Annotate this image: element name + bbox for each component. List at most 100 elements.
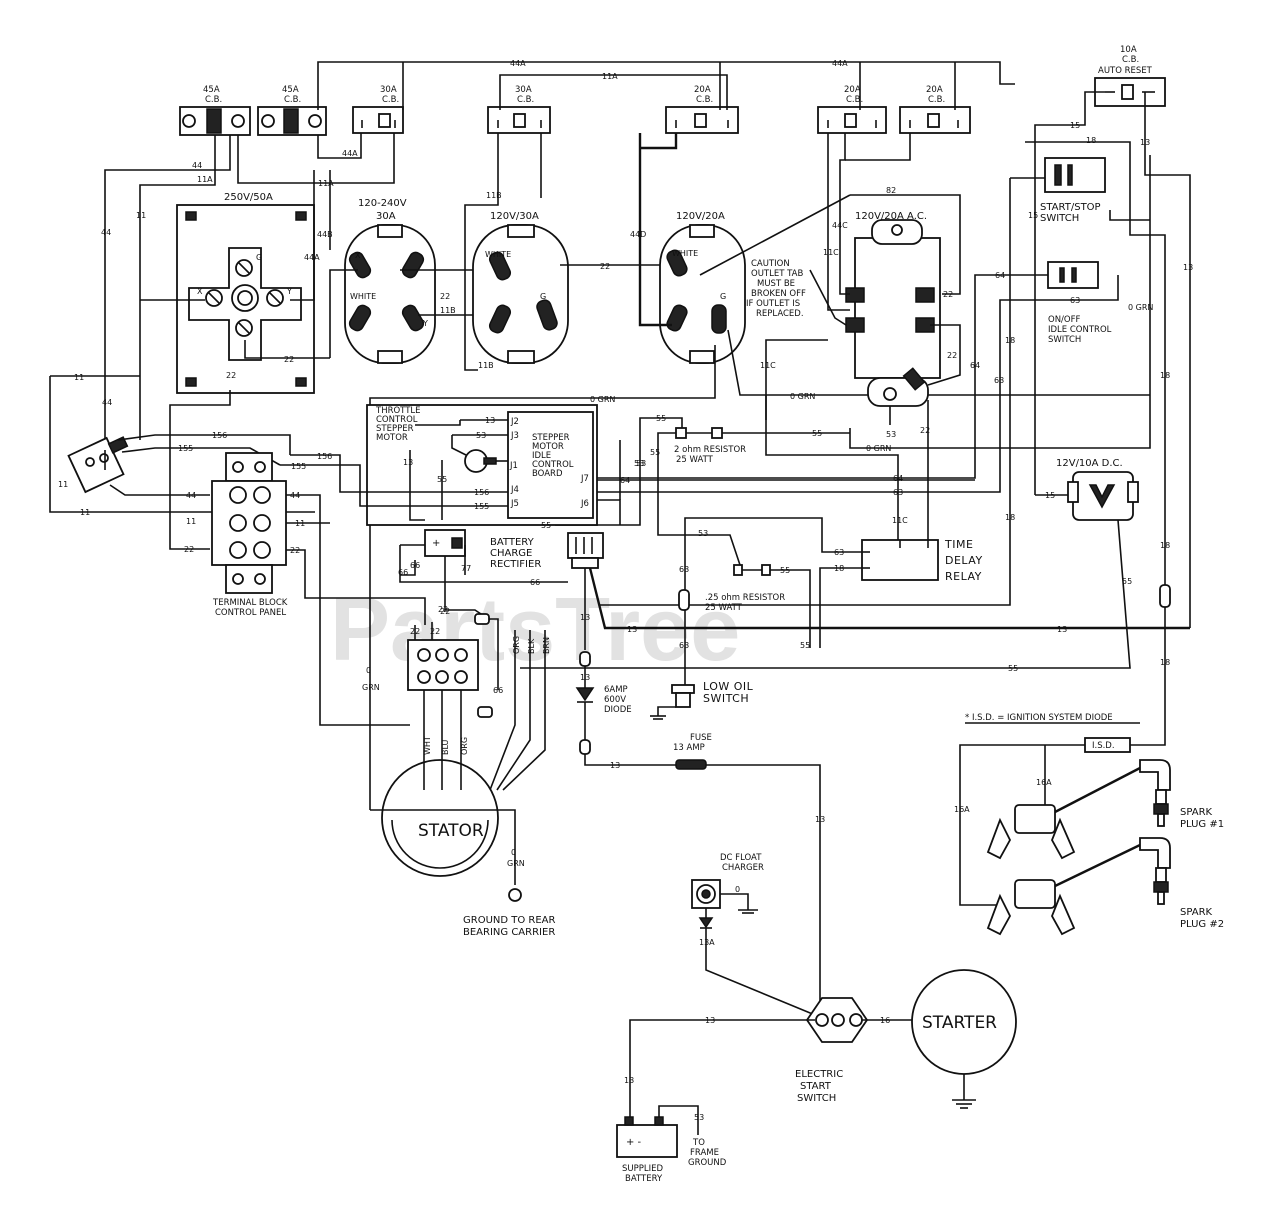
wire-label-64-j7: 64 xyxy=(620,476,630,485)
frame-label-3: GROUND xyxy=(688,1158,727,1168)
stator-wire-org: ORG xyxy=(460,737,469,755)
wire-label-11c-tdr: 11C xyxy=(892,516,908,525)
breaker-20a-3: 20A C.B. xyxy=(899,85,971,134)
wire-label-11-tb: 11 xyxy=(186,517,196,526)
wire-label-64-mid: 64 xyxy=(970,361,980,370)
wire-44a-link xyxy=(317,133,362,159)
wire-label-44a-right: 44A xyxy=(832,59,848,68)
wire-label-44d: 44D xyxy=(630,230,646,239)
caution-line-1: CAUTION xyxy=(751,259,790,269)
caution-line-5: IF OUTLET IS xyxy=(746,299,800,309)
board-label-5: BOARD xyxy=(532,469,563,479)
wire-label-22-rect: 22 xyxy=(440,607,450,616)
ground-label-1: GROUND TO REAR xyxy=(463,915,556,926)
breaker-30a-2-rating: 30A xyxy=(515,85,532,95)
wire-label-0-ground: 0 xyxy=(511,848,516,857)
wire-label-11-vert: 11 xyxy=(136,211,146,220)
wire-label-13-right2: 13 xyxy=(1183,263,1193,272)
wire-label-22-outlet: 22 xyxy=(440,292,450,301)
wire-label-63: 63 xyxy=(893,488,903,497)
wire-15 xyxy=(1034,91,1105,495)
wire-label-55-res25: 55 xyxy=(780,566,790,575)
onoff-label-2: IDLE CONTROL xyxy=(1048,325,1112,335)
outlet-120-30-white: WHITE xyxy=(485,250,511,259)
breaker-45a-1: 45A C.B. xyxy=(179,85,251,136)
breaker-10a-auto-reset-label: AUTO RESET xyxy=(1098,66,1153,76)
wire-label-44c: 44C xyxy=(832,221,848,230)
outlet-120-240-rating: 30A xyxy=(376,211,396,222)
breaker-20a-1: 20A C.B. xyxy=(665,85,739,134)
breaker-30a-2-type: C.B. xyxy=(517,95,534,105)
wire-label-11a-top: 11A xyxy=(602,72,618,81)
caution-line-4: BROKEN OFF xyxy=(751,289,806,299)
wire-label-155-switch: 155 xyxy=(178,444,193,453)
wire-label-11-loop: 11 xyxy=(74,373,84,382)
wire-label-22-down: 22 xyxy=(226,371,236,380)
board-label-3: IDLE xyxy=(532,451,551,461)
outlet-120-30-g: G xyxy=(540,292,546,301)
wire-label-155-mid: 155 xyxy=(291,462,306,471)
wire-13-board xyxy=(409,450,425,521)
wire-label-18-right2: 18 xyxy=(1160,541,1170,550)
wire-label-55-dc: 55 xyxy=(1122,577,1132,586)
wire-label-13-main2: 13 xyxy=(1057,625,1067,634)
fuse-13a: FUSE 13 AMP xyxy=(673,733,712,770)
wire-label-44-tb-right: 44 xyxy=(290,491,300,500)
electric-start-switch: ELECTRIC START SWITCH xyxy=(795,997,869,1104)
rectifier-label-1: BATTERY xyxy=(490,537,535,548)
wire-label-22-conn2: 22 xyxy=(430,627,440,636)
wire-label-22-mid: 22 xyxy=(600,262,610,271)
isd-label: I.S.D. xyxy=(1092,741,1115,751)
wire-label-brn: BRN xyxy=(542,637,551,654)
wire-label-13-j2: 13 xyxy=(485,416,495,425)
wire-label-155-j5: 155 xyxy=(474,502,489,511)
wire-label-15-mid: 15 xyxy=(1028,211,1038,220)
wire-label-11-loop3: 11 xyxy=(80,508,90,517)
rectifier-connector xyxy=(567,532,604,569)
wire-label-66-bottom: 66 xyxy=(530,578,540,587)
wire-11-left xyxy=(139,135,216,440)
idle-control-relay-left xyxy=(67,436,129,494)
wire-label-0grn-right: 0 GRN xyxy=(790,392,815,401)
wire-label-18-mid: 18 xyxy=(1005,336,1015,345)
outlet-120v-20a-ac: 120V/20A A.C. xyxy=(845,211,941,407)
wire-22-ac xyxy=(850,194,961,295)
wire-label-64-top: 64 xyxy=(995,271,1005,280)
stator-connector xyxy=(407,639,479,691)
tdr-label-2: DELAY xyxy=(945,554,983,567)
stator-wire-blu: BLU xyxy=(441,739,450,755)
wire-label-55-res2: 55 xyxy=(812,429,822,438)
wire-55-res2c xyxy=(555,417,683,526)
breaker-20a-2: 20A C.B. xyxy=(817,85,887,134)
dc-float-label-2: CHARGER xyxy=(722,863,764,873)
terminal-label-2: CONTROL PANEL xyxy=(215,608,286,618)
wire-label-22-tb: 22 xyxy=(184,545,194,554)
wire-label-82: 82 xyxy=(886,186,896,195)
wire-label-53-j6: 53 xyxy=(636,459,646,468)
wire-label-44a-top: 44A xyxy=(510,59,526,68)
wire-44c-top xyxy=(845,133,911,161)
wire-13a xyxy=(705,928,816,1016)
wire-13-right xyxy=(1144,92,1191,628)
wire-label-11b-up: 11B xyxy=(486,191,502,200)
wire-44b xyxy=(329,269,358,358)
wire-44c xyxy=(839,133,850,295)
wire-label-0grn-right2: 0 GRN xyxy=(1128,303,1153,312)
wire-label-22-ac: 22 xyxy=(943,290,953,299)
stator-label: STATOR xyxy=(418,821,484,841)
connector-22 xyxy=(474,613,490,625)
wire-13-j2b xyxy=(415,420,461,426)
wire-44a-top xyxy=(317,61,1015,110)
breaker-10a-auto-reset: 10A C.B. AUTO RESET xyxy=(1094,45,1166,107)
outlet-120v-30a: 120V/30A WHITE G xyxy=(472,211,569,364)
wire-label-44-tb: 44 xyxy=(186,491,196,500)
board-label-2: MOTOR xyxy=(532,442,564,452)
wire-label-15-top: 15 xyxy=(1070,121,1080,130)
wire-label-66-rect: 66 xyxy=(398,568,408,577)
wire-label-55-bottom: 55 xyxy=(1008,664,1018,673)
spark-2-label-1: SPARK xyxy=(1180,907,1213,918)
breaker-20a-3-type: C.B. xyxy=(928,95,945,105)
wire-66-bottom xyxy=(399,545,568,583)
ignition-coil-2 xyxy=(986,837,1171,936)
